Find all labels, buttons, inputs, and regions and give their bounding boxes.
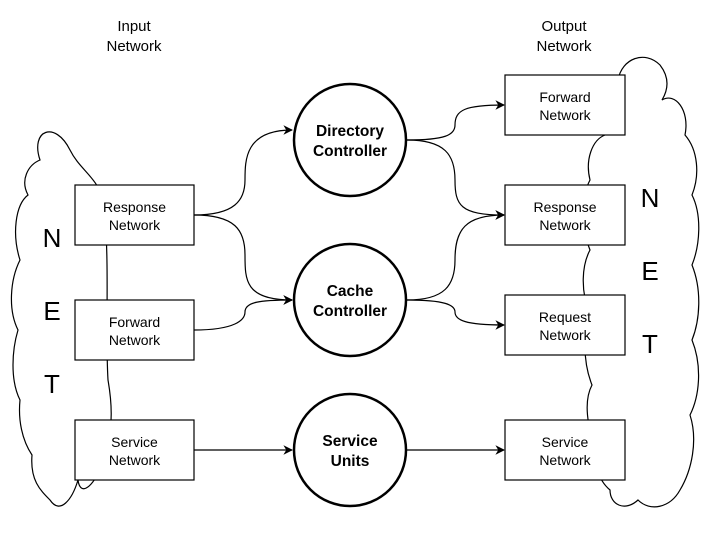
input-box-forward-network: Forward Network <box>74 299 195 361</box>
cache-controller-line1: Cache <box>327 283 374 300</box>
input-network-header-line1: Input <box>117 18 151 35</box>
input-box-response-line2: Network <box>109 217 161 233</box>
cache-controller-node: Cache Controller <box>292 242 408 358</box>
edge-cache-to-response <box>406 210 505 301</box>
output-network-header-line1: Output <box>541 18 587 35</box>
output-box-service-line1: Service <box>542 434 589 450</box>
output-box-service-network: Service Network <box>504 419 626 481</box>
cache-controller-line2: Controller <box>313 303 387 320</box>
right-net-letter-t: T <box>642 329 658 359</box>
input-box-forward-line2: Network <box>109 332 161 348</box>
left-net-letter-e: E <box>43 296 60 326</box>
edge-response-to-directory <box>193 125 293 216</box>
edge-directory-to-forward <box>406 100 505 141</box>
right-net-letter-e: E <box>641 256 658 286</box>
left-net-letter-n: N <box>43 223 62 253</box>
left-net-letter-t: T <box>44 369 60 399</box>
input-box-service-line2: Network <box>109 452 161 468</box>
output-box-request-line2: Network <box>539 327 591 343</box>
directory-controller-line2: Controller <box>313 143 387 160</box>
output-network-header-line2: Network <box>536 38 592 55</box>
directory-controller-line1: Directory <box>316 123 384 140</box>
output-box-request-network: Request Network <box>504 294 626 356</box>
input-box-service-line1: Service <box>111 434 158 450</box>
output-box-response-network: Response Network <box>504 184 626 246</box>
right-net-cloud <box>582 56 700 508</box>
output-box-service-line2: Network <box>539 452 591 468</box>
right-net-letter-n: N <box>641 183 660 213</box>
edge-forward-to-cache <box>193 295 293 331</box>
output-box-forward-line2: Network <box>539 107 591 123</box>
output-box-forward-line1: Forward <box>539 89 590 105</box>
output-box-request-line1: Request <box>539 309 591 325</box>
input-network-header-line2: Network <box>106 38 162 55</box>
edge-cache-to-request <box>406 299 505 330</box>
directory-controller-node: Directory Controller <box>292 82 408 198</box>
input-box-response-line1: Response <box>103 199 166 215</box>
edge-response-to-cache <box>193 214 293 305</box>
edge-directory-to-response <box>406 139 505 220</box>
service-units-line2: Units <box>331 453 370 470</box>
output-box-response-line1: Response <box>533 199 596 215</box>
connectors <box>193 100 505 455</box>
output-box-response-line2: Network <box>539 217 591 233</box>
input-box-service-network: Service Network <box>74 419 195 481</box>
input-box-response-network: Response Network <box>74 184 195 246</box>
service-units-node: Service Units <box>292 392 408 508</box>
service-units-line1: Service <box>322 433 378 450</box>
input-box-forward-line1: Forward <box>109 314 160 330</box>
output-box-forward-network: Forward Network <box>504 74 626 136</box>
